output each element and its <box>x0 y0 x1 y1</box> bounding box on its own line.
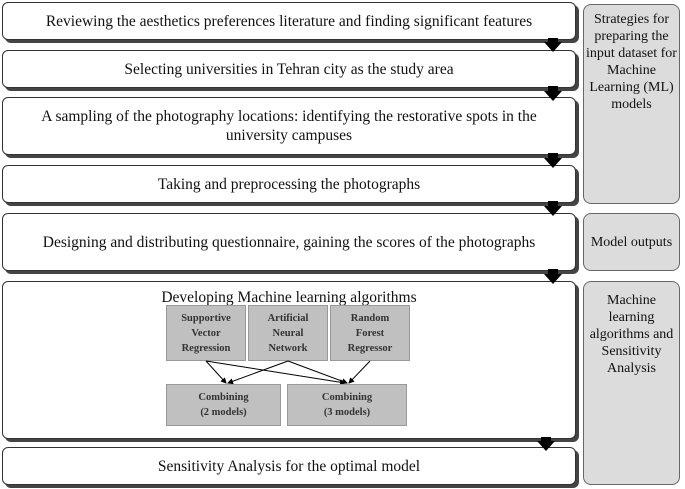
step-4-text: Taking and preprocessing the photographs <box>157 175 421 193</box>
step-3-sampling-locations: A sampling of the photography locations:… <box>2 97 576 155</box>
side-label-3: Machine learning algorithms and Sensitiv… <box>589 293 674 376</box>
side-panel-dataset-strategies: Strategies for preparing the input datas… <box>583 4 680 204</box>
arrow-stem-6 <box>541 437 551 441</box>
down-arrow-icon <box>544 158 562 168</box>
combo-2-models: Combining (2 models) <box>166 384 281 426</box>
algo-svr: Supportive Vector Regression <box>166 305 246 361</box>
connector-ann-to-combo3 <box>287 360 348 385</box>
step-2-text: Selecting universities in Tehran city as… <box>124 60 454 78</box>
step-1-text: Reviewing the aesthetics preferences lit… <box>45 12 533 30</box>
step-1-literature-review: Reviewing the aesthetics preferences lit… <box>2 2 576 40</box>
step-7-text: Sensitivity Analysis for the optimal mod… <box>157 457 421 475</box>
side-panel-ml-sensitivity: Machine learning algorithms and Sensitiv… <box>583 281 680 485</box>
down-arrow-icon <box>544 274 562 284</box>
connector-svr-to-combo3 <box>205 360 346 386</box>
step-6-text: Developing Machine learning algorithms <box>161 289 417 306</box>
connector-rfr-to-combo3 <box>348 360 371 384</box>
arrow-stem-5 <box>548 269 558 275</box>
combo-3-models: Combining (3 models) <box>287 384 407 426</box>
down-arrow-icon <box>544 91 562 101</box>
step-5-text: Designing and distributing questionnaire… <box>42 233 536 251</box>
step-3-text: A sampling of the photography locations:… <box>41 108 537 144</box>
step-7-sensitivity-analysis: Sensitivity Analysis for the optimal mod… <box>2 447 576 485</box>
side-label-2: Model outputs <box>590 234 673 250</box>
connector-ann-to-combo2 <box>227 360 289 385</box>
step-5-questionnaire: Designing and distributing questionnaire… <box>2 213 576 271</box>
side-panel-model-outputs: Model outputs <box>583 213 680 271</box>
down-arrow-icon <box>544 206 562 216</box>
step-2-select-universities: Selecting universities in Tehran city as… <box>2 50 576 88</box>
arrow-stem-3 <box>548 153 558 159</box>
connector-svr-to-combo2 <box>205 360 227 384</box>
side-label-1: Strategies for preparing the input datas… <box>586 12 677 112</box>
arrow-stem-4 <box>548 201 558 207</box>
algo-ann: Artificial Neural Network <box>248 305 328 361</box>
down-arrow-icon <box>544 42 562 52</box>
arrow-stem-1 <box>548 38 558 44</box>
algo-rfr: Random Forest Regressor <box>330 305 410 361</box>
down-arrow-icon <box>537 441 555 451</box>
step-4-photographs: Taking and preprocessing the photographs <box>2 165 576 203</box>
arrow-stem-2 <box>548 86 558 92</box>
